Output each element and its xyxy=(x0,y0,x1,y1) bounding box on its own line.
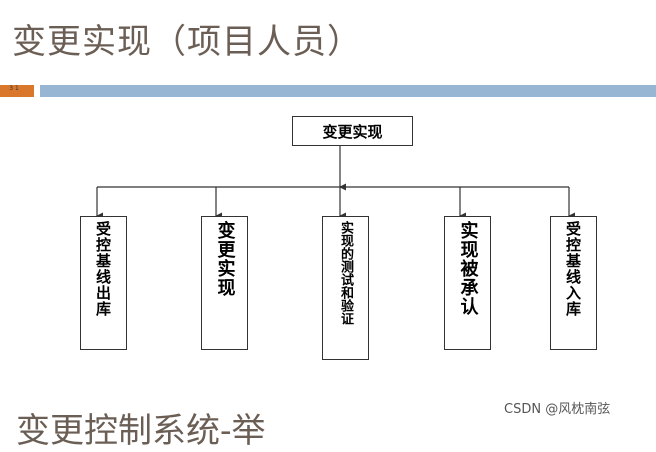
child-node-4-label: 实现被承认 xyxy=(457,221,479,316)
accent-block xyxy=(0,85,34,97)
watermark: CSDN @风枕南弦 xyxy=(504,402,611,417)
child-node-5: 受控基线入库 xyxy=(550,216,597,350)
title-divider-bar xyxy=(40,85,656,97)
child-node-3-label: 实现的测试和验证 xyxy=(338,221,353,325)
page-number: 3 1 xyxy=(9,85,19,92)
bottom-heading-text: 变更控制系统-举 xyxy=(16,411,266,451)
child-node-2-label: 变更实现 xyxy=(214,221,236,297)
root-node: 变更实现 xyxy=(292,116,413,146)
child-node-1-label: 受控基线出库 xyxy=(94,221,112,317)
child-node-5-label: 受控基线入库 xyxy=(564,221,582,317)
slide-title: 变更实现（项目人员） xyxy=(12,22,362,62)
root-node-label: 变更实现 xyxy=(322,122,383,141)
child-node-1: 受控基线出库 xyxy=(80,216,127,350)
child-node-4: 实现被承认 xyxy=(444,216,491,350)
child-node-2: 变更实现 xyxy=(201,216,248,350)
connector-lines xyxy=(96,146,575,220)
child-node-3: 实现的测试和验证 xyxy=(322,216,369,360)
